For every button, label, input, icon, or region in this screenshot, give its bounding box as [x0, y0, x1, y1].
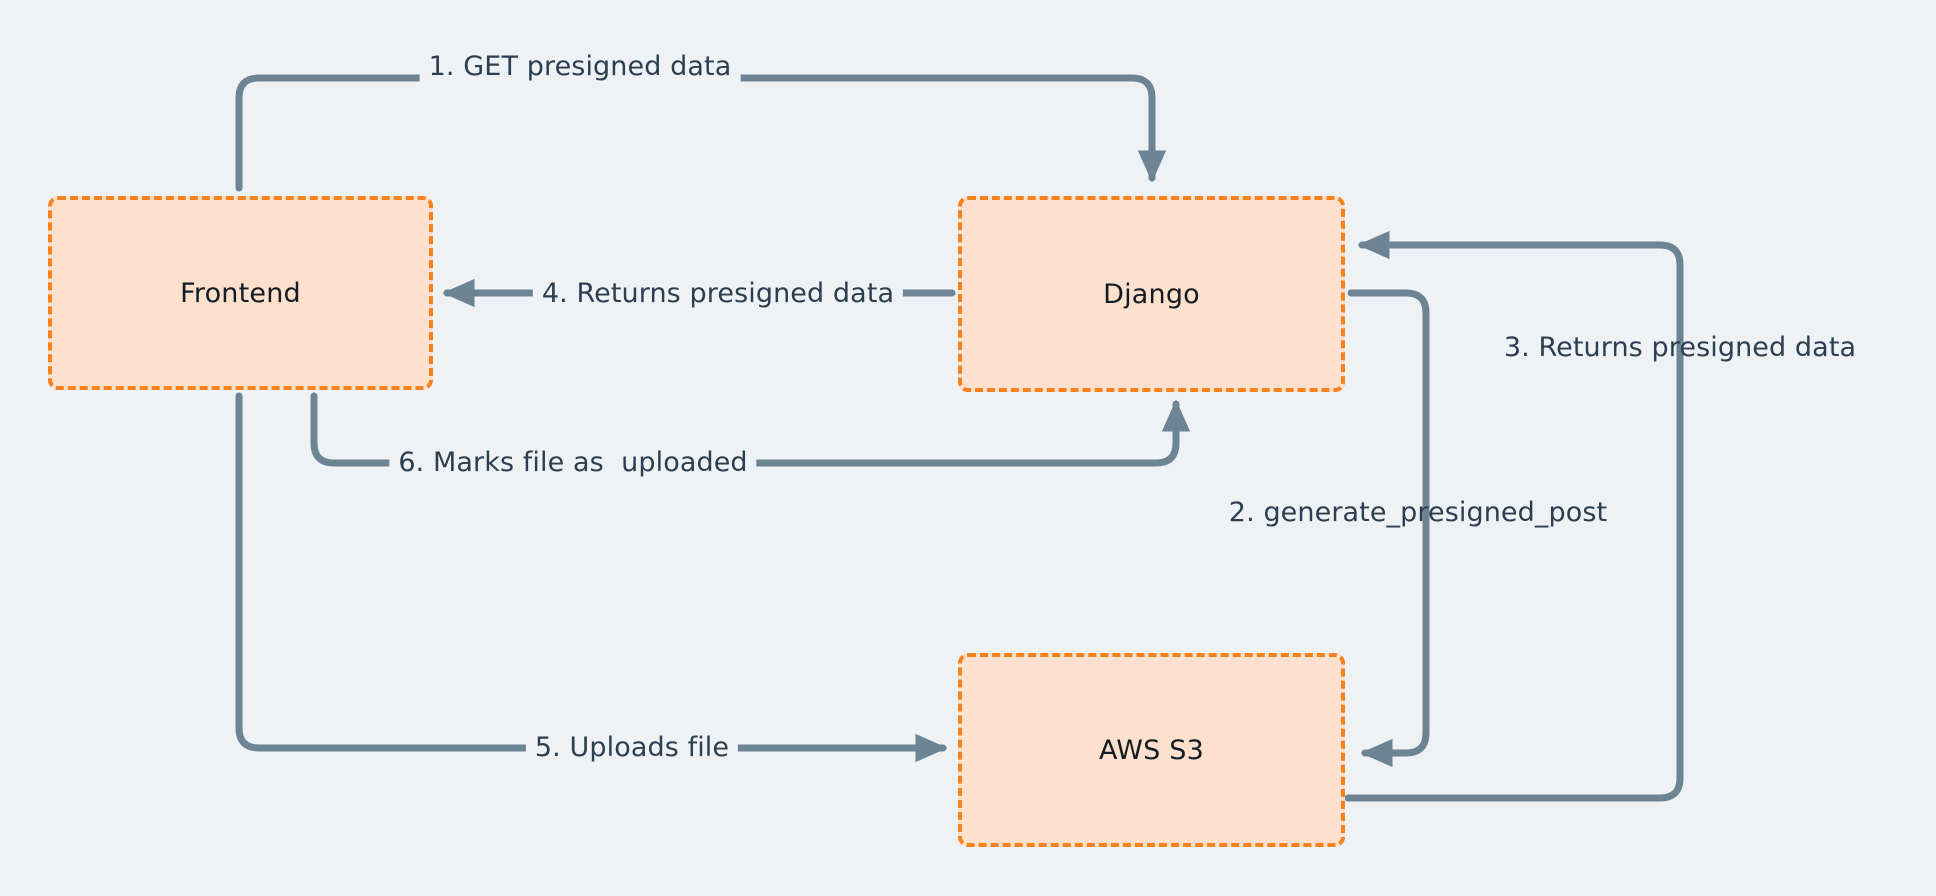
- edge-label-4: 4. Returns presigned data: [532, 279, 904, 309]
- edge-path-2: [1347, 289, 1430, 768]
- edge-label-3: 3. Returns presigned data: [1503, 332, 1857, 364]
- edge-label-6: 6. Marks file as uploaded: [389, 448, 757, 478]
- edge-label-1: 1. GET presigned data: [419, 52, 741, 82]
- edge-path-3: [1344, 230, 1684, 802]
- edge-label-5: 5. Uploads file: [525, 733, 739, 763]
- node-frontend[interactable]: Frontend: [48, 196, 433, 390]
- node-django-label: Django: [1103, 278, 1200, 310]
- edge-path-1: [235, 74, 1167, 192]
- edge-label-2: 2. generate_presigned_post: [1228, 497, 1608, 529]
- node-django[interactable]: Django: [958, 196, 1345, 392]
- edge-path-5: [235, 392, 948, 763]
- node-aws-s3[interactable]: AWS S3: [958, 653, 1345, 847]
- node-frontend-label: Frontend: [180, 277, 301, 309]
- node-aws-s3-label: AWS S3: [1099, 734, 1204, 766]
